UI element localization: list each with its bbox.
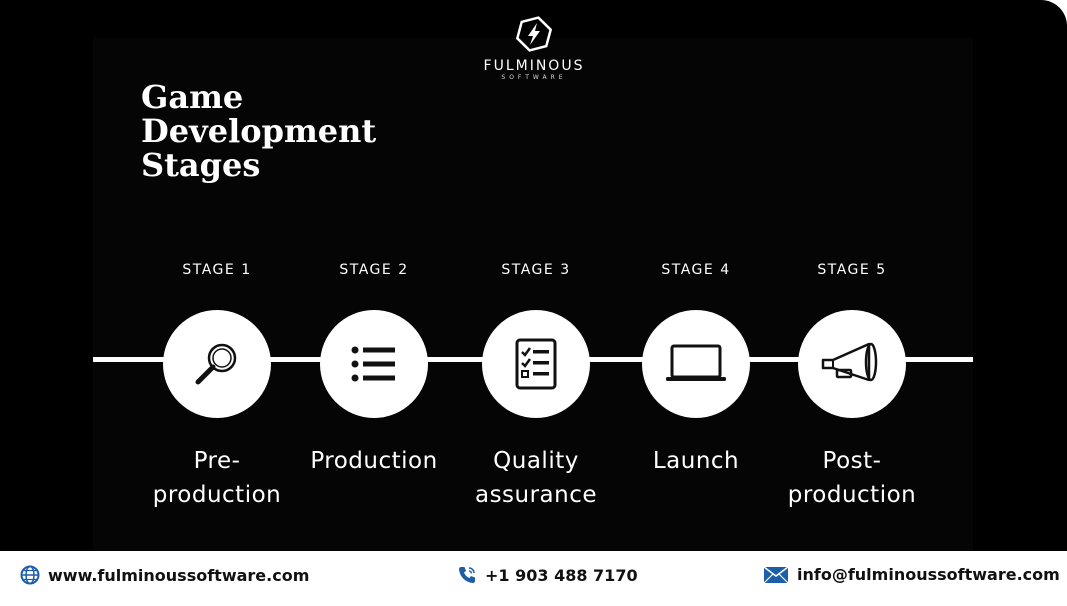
- list-icon: [351, 346, 395, 382]
- stage-name-line: Production: [310, 448, 438, 474]
- title-line: Stages: [141, 146, 261, 184]
- content-panel: [93, 38, 973, 551]
- stage-5: STAGE 5 Post- production: [767, 260, 937, 512]
- stage-name: Post- production: [767, 444, 937, 512]
- website-link[interactable]: www.fulminoussoftware.com: [48, 565, 310, 585]
- envelope-icon: [763, 565, 789, 583]
- stage-name: Quality assurance: [451, 444, 621, 512]
- brand-logo: FULMINOUS SOFTWARE: [483, 14, 585, 84]
- stage-2: STAGE 2 Production: [289, 260, 459, 478]
- stage-name-line: Quality: [493, 448, 579, 474]
- footer-bar: [0, 551, 1067, 606]
- stage-4: STAGE 4 Launch: [611, 260, 781, 478]
- stage-1: STAGE 1 Pre- production: [132, 260, 302, 512]
- stage-name-line: assurance: [474, 482, 598, 508]
- brand-sub: SOFTWARE: [501, 74, 567, 81]
- stage-name-line: production: [152, 482, 282, 508]
- stage-name-line: Launch: [652, 448, 740, 474]
- stage-label: STAGE 3: [501, 262, 571, 278]
- brand-name: FULMINOUS: [483, 58, 585, 74]
- laptop-icon: [666, 344, 726, 381]
- title-line: Game: [141, 78, 244, 116]
- stage-label: STAGE 4: [661, 262, 731, 278]
- stage-label: STAGE 2: [339, 262, 409, 278]
- stage-label: STAGE 1: [182, 262, 252, 278]
- infographic-card: [0, 0, 1067, 551]
- globe-icon: [20, 565, 40, 585]
- stage-circle: [642, 310, 750, 418]
- stage-circle: [798, 310, 906, 418]
- phone-contact[interactable]: +1 903 488 7170: [457, 565, 638, 585]
- email-contact[interactable]: info@fulminoussoftware.com: [763, 565, 1060, 584]
- checklist-icon: [515, 338, 557, 390]
- megaphone-icon: [821, 342, 878, 382]
- website-contact[interactable]: www.fulminoussoftware.com: [20, 565, 309, 585]
- stage-name-line: Post-: [822, 448, 882, 474]
- page-title: Game Development Stages: [141, 80, 401, 182]
- phone-number[interactable]: +1 903 488 7170: [485, 565, 638, 585]
- stage-name: Launch: [611, 444, 781, 478]
- title-line: Development: [141, 112, 377, 150]
- stage-label: STAGE 5: [817, 262, 887, 278]
- stage-name: Pre- production: [132, 444, 302, 512]
- brand-hexagon-icon: [515, 16, 553, 52]
- phone-icon: [459, 567, 475, 583]
- stage-name: Production: [289, 444, 459, 478]
- stage-circle: [482, 310, 590, 418]
- stage-name-line: production: [787, 482, 917, 508]
- stage-circle: [320, 310, 428, 418]
- stage-3: STAGE 3 Quality assurance: [451, 260, 621, 512]
- stage-name-line: Pre-: [193, 448, 241, 474]
- email-link[interactable]: info@fulminoussoftware.com: [797, 565, 1060, 584]
- magnifier-icon: [195, 343, 237, 385]
- stage-circle: [163, 310, 271, 418]
